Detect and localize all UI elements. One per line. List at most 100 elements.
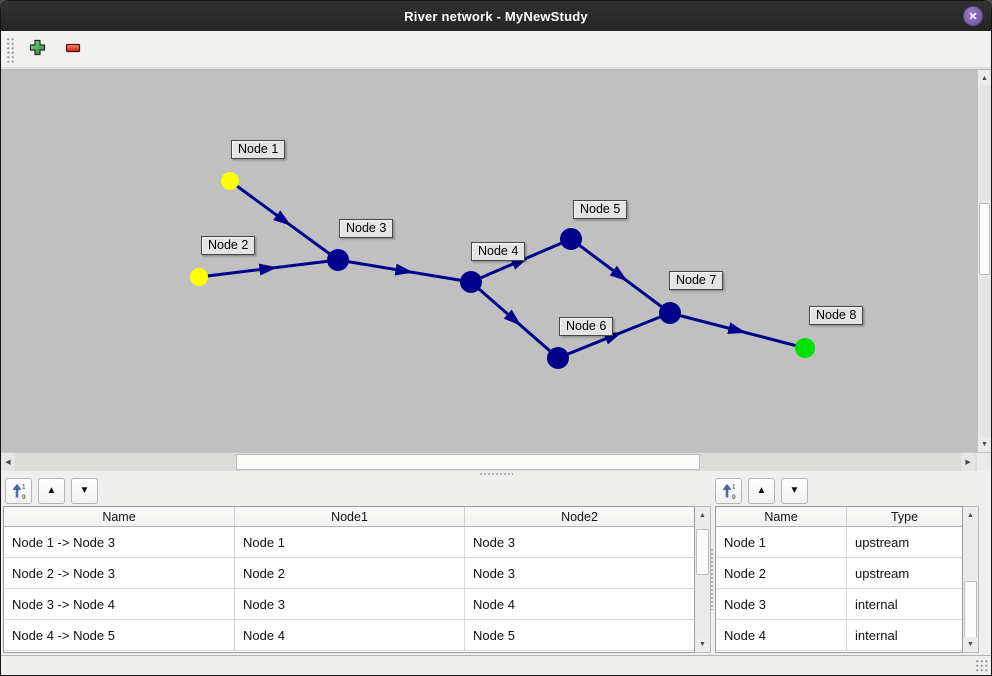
- table-cell: Node 5: [473, 627, 515, 643]
- column-header[interactable]: Type: [890, 509, 919, 524]
- column-header[interactable]: Name: [4, 507, 235, 526]
- node-label[interactable]: Node 6: [559, 317, 614, 336]
- edge-arrow-icon: [258, 263, 278, 276]
- table-cell: Node 4: [473, 596, 515, 612]
- node-move-down-button[interactable]: ▼: [781, 478, 808, 504]
- table-cell: Node 4: [235, 620, 465, 650]
- status-strip: [1, 655, 991, 675]
- close-button[interactable]: ✕: [963, 6, 983, 26]
- node-label[interactable]: Node 3: [339, 219, 394, 238]
- table-cell: internal: [855, 627, 898, 643]
- svg-text:1: 1: [732, 484, 736, 491]
- node-label[interactable]: Node 5: [573, 200, 628, 219]
- vertical-scrollbar-thumb[interactable]: [979, 203, 990, 275]
- table-cell: Node 3: [235, 589, 465, 619]
- table-cell: Node 1: [716, 527, 847, 557]
- node-label[interactable]: Node 8: [809, 306, 864, 325]
- branch-move-up-button[interactable]: ▲: [38, 478, 65, 504]
- node-label[interactable]: Node 1: [231, 140, 286, 159]
- table-cell: Node 1: [235, 527, 465, 557]
- up-triangle-icon: ▲: [756, 485, 767, 496]
- minus-icon: [65, 41, 82, 59]
- main-toolbar: [1, 31, 991, 70]
- vertical-scrollbar-thumb[interactable]: [964, 581, 977, 645]
- scroll-up-icon[interactable]: ▲: [695, 508, 710, 522]
- scrollbar-corner: [977, 453, 991, 471]
- column-header[interactable]: Node1: [235, 507, 465, 526]
- canvas-horizontal-scrollbar[interactable]: ◀ ▶: [1, 453, 978, 471]
- table-cell: Node 3 -> Node 4: [4, 589, 235, 619]
- scroll-left-icon[interactable]: ◀: [1, 453, 15, 471]
- down-triangle-icon: ▼: [789, 485, 800, 496]
- canvas-vertical-scrollbar[interactable]: ▲ ▼: [977, 70, 991, 452]
- window-title: River network - MyNewStudy: [404, 8, 588, 24]
- branch-sort-button[interactable]: 1 9: [5, 478, 32, 504]
- down-triangle-icon: ▼: [79, 485, 90, 496]
- network-node[interactable]: [221, 172, 239, 190]
- table-row[interactable]: Node 2 upstream: [716, 558, 962, 589]
- table-cell: Node 1 -> Node 3: [4, 527, 235, 557]
- node-label[interactable]: Node 4: [471, 242, 526, 261]
- network-node[interactable]: [190, 268, 208, 286]
- sort-ascending-icon: 1 9: [11, 482, 27, 500]
- window-resize-grip-icon[interactable]: [975, 659, 988, 672]
- scroll-up-icon[interactable]: ▲: [978, 71, 991, 85]
- table-row[interactable]: Node 1 upstream: [716, 527, 962, 558]
- network-svg: [190, 172, 815, 369]
- table-cell: Node 2: [235, 558, 465, 588]
- svg-text:1: 1: [22, 484, 26, 491]
- column-header[interactable]: Name: [716, 507, 847, 526]
- horizontal-splitter[interactable]: [1, 471, 991, 476]
- scroll-down-icon[interactable]: ▼: [978, 437, 991, 451]
- toolbar-grip-handle[interactable]: [6, 37, 15, 63]
- branch-table-scrollbar[interactable]: ▲ ▼: [695, 506, 711, 653]
- canvas-row: Node 1 Node 2 Node 3 Node 4 Node 5 Node 6 Node…: [1, 70, 991, 452]
- node-table-toolbar: 1 9 ▲ ▼: [715, 478, 814, 504]
- branch-move-down-button[interactable]: ▼: [71, 478, 98, 504]
- river-network-canvas[interactable]: Node 1 Node 2 Node 3 Node 4 Node 5 Node 6 Node…: [1, 70, 978, 452]
- table-cell: Node 2: [716, 558, 847, 588]
- edge-arrow-icon: [609, 265, 628, 282]
- edge-arrow-icon: [394, 263, 414, 276]
- table-cell: Node 3: [473, 534, 515, 550]
- node-label[interactable]: Node 7: [669, 271, 724, 290]
- close-icon: ✕: [968, 10, 978, 23]
- network-node[interactable]: [560, 228, 582, 250]
- sort-ascending-icon: 1 9: [721, 482, 737, 500]
- scroll-up-icon[interactable]: ▲: [963, 508, 978, 522]
- table-cell: Node 3: [716, 589, 847, 619]
- network-node[interactable]: [460, 271, 482, 293]
- horizontal-scrollbar-thumb[interactable]: [236, 454, 700, 470]
- titlebar[interactable]: River network - MyNewStudy ✕: [1, 1, 991, 31]
- scroll-down-icon[interactable]: ▼: [695, 637, 710, 651]
- table-cell: upstream: [855, 565, 910, 581]
- column-header[interactable]: Node2: [561, 509, 598, 524]
- node-move-up-button[interactable]: ▲: [748, 478, 775, 504]
- scroll-down-icon[interactable]: ▼: [963, 637, 978, 651]
- table-splitter-handle[interactable]: [710, 548, 715, 610]
- network-node[interactable]: [659, 302, 681, 324]
- node-label[interactable]: Node 2: [201, 236, 256, 255]
- network-node[interactable]: [547, 347, 569, 369]
- network-node[interactable]: [327, 249, 349, 271]
- add-node-button[interactable]: [23, 36, 51, 64]
- scroll-right-icon[interactable]: ▶: [961, 453, 976, 471]
- edge-arrow-icon: [273, 210, 292, 226]
- vertical-scrollbar-thumb[interactable]: [696, 529, 709, 575]
- table-cell: upstream: [855, 534, 910, 550]
- remove-node-button[interactable]: [59, 36, 87, 64]
- node-table-scrollbar[interactable]: ▲ ▼: [963, 506, 979, 653]
- splitter-grip-icon: [479, 472, 513, 476]
- node-sort-button[interactable]: 1 9: [715, 478, 742, 504]
- network-node[interactable]: [795, 338, 815, 358]
